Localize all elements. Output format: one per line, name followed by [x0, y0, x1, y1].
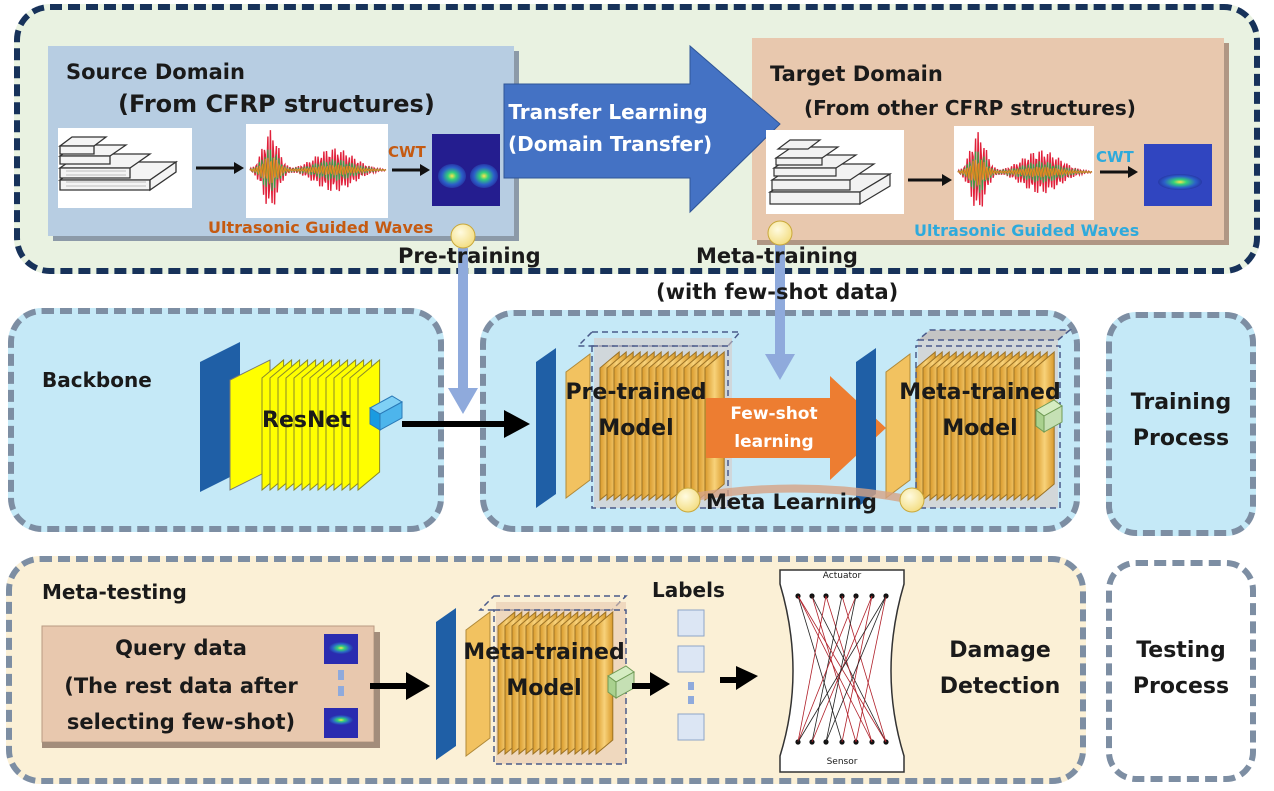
metatraining-label: Meta-training — [696, 244, 858, 268]
query-data-box — [41, 625, 380, 748]
meta-learning-label: Meta Learning — [706, 490, 877, 514]
test-model-label-2: Model — [506, 676, 582, 701]
meta-learning-knob-right — [899, 487, 925, 513]
test-model-label-1: Meta-trained — [463, 640, 625, 665]
actuator-label: Actuator — [822, 571, 862, 581]
target-waveform-icon — [954, 126, 1094, 220]
target-cwt-image — [1144, 144, 1212, 206]
damage-label-2: Detection — [939, 674, 1061, 699]
target-title: Target Domain — [770, 62, 943, 86]
fewshot-label-1: Few-shot — [730, 404, 818, 424]
cfrp-laminate-icon — [57, 128, 192, 208]
pretrained-label-2: Model — [598, 416, 674, 441]
resnet-label: ResNet — [262, 408, 351, 433]
source-cwt-label: CWT — [388, 143, 426, 161]
transfer-label-1: Transfer Learning — [508, 100, 708, 124]
labels-column — [677, 609, 705, 741]
training-process-label-1: Training — [1130, 390, 1232, 415]
labels-title: Labels — [652, 578, 725, 602]
training-process-label-2: Process — [1132, 426, 1230, 451]
target-subtitle: (From other CFRP structures) — [804, 96, 1136, 120]
target-cwt-label: CWT — [1096, 148, 1134, 166]
meta-learning-knob-left — [675, 487, 701, 513]
metatrained-model-block — [856, 329, 1073, 509]
source-waves-label: Ultrasonic Guided Waves — [208, 218, 434, 237]
target-waves-label: Ultrasonic Guided Waves — [914, 221, 1140, 240]
source-subtitle: (From CFRP structures) — [118, 90, 435, 118]
testing-process-label-2: Process — [1132, 674, 1230, 699]
few-shot-arrow — [706, 376, 886, 480]
source-waveform-icon — [246, 124, 388, 218]
source-cwt-image — [432, 134, 500, 206]
pretrained-label-1: Pre-trained — [565, 380, 707, 405]
pretraining-knob — [450, 223, 476, 249]
test-metatrained-model-block — [436, 595, 635, 765]
transfer-label-2: (Domain Transfer) — [508, 132, 713, 156]
metatraining-note: (with few-shot data) — [656, 280, 899, 304]
meta-testing-title: Meta-testing — [42, 580, 187, 604]
testing-process-label-1: Testing — [1136, 638, 1226, 663]
specimen-diagram — [779, 569, 905, 773]
backbone-title: Backbone — [42, 368, 152, 392]
sensor-label: Sensor — [826, 757, 858, 767]
metatrained-label-1: Meta-trained — [899, 380, 1061, 405]
query-label-3: selecting few-shot) — [66, 710, 296, 734]
query-label-2: (The rest data after — [64, 674, 298, 698]
pretraining-label: Pre-training — [398, 244, 541, 268]
fewshot-label-2: learning — [734, 432, 814, 452]
query-label-1: Query data — [115, 636, 247, 660]
target-laminate-icon — [766, 130, 904, 214]
training-process-panel — [1106, 312, 1256, 536]
source-title: Source Domain — [66, 60, 245, 84]
resnet-block — [200, 342, 404, 492]
damage-label-1: Damage — [949, 638, 1051, 663]
transfer-learning-arrow — [503, 44, 781, 214]
metatraining-knob — [767, 220, 793, 246]
metatrained-label-2: Model — [942, 416, 1018, 441]
testing-process-panel — [1106, 560, 1256, 782]
